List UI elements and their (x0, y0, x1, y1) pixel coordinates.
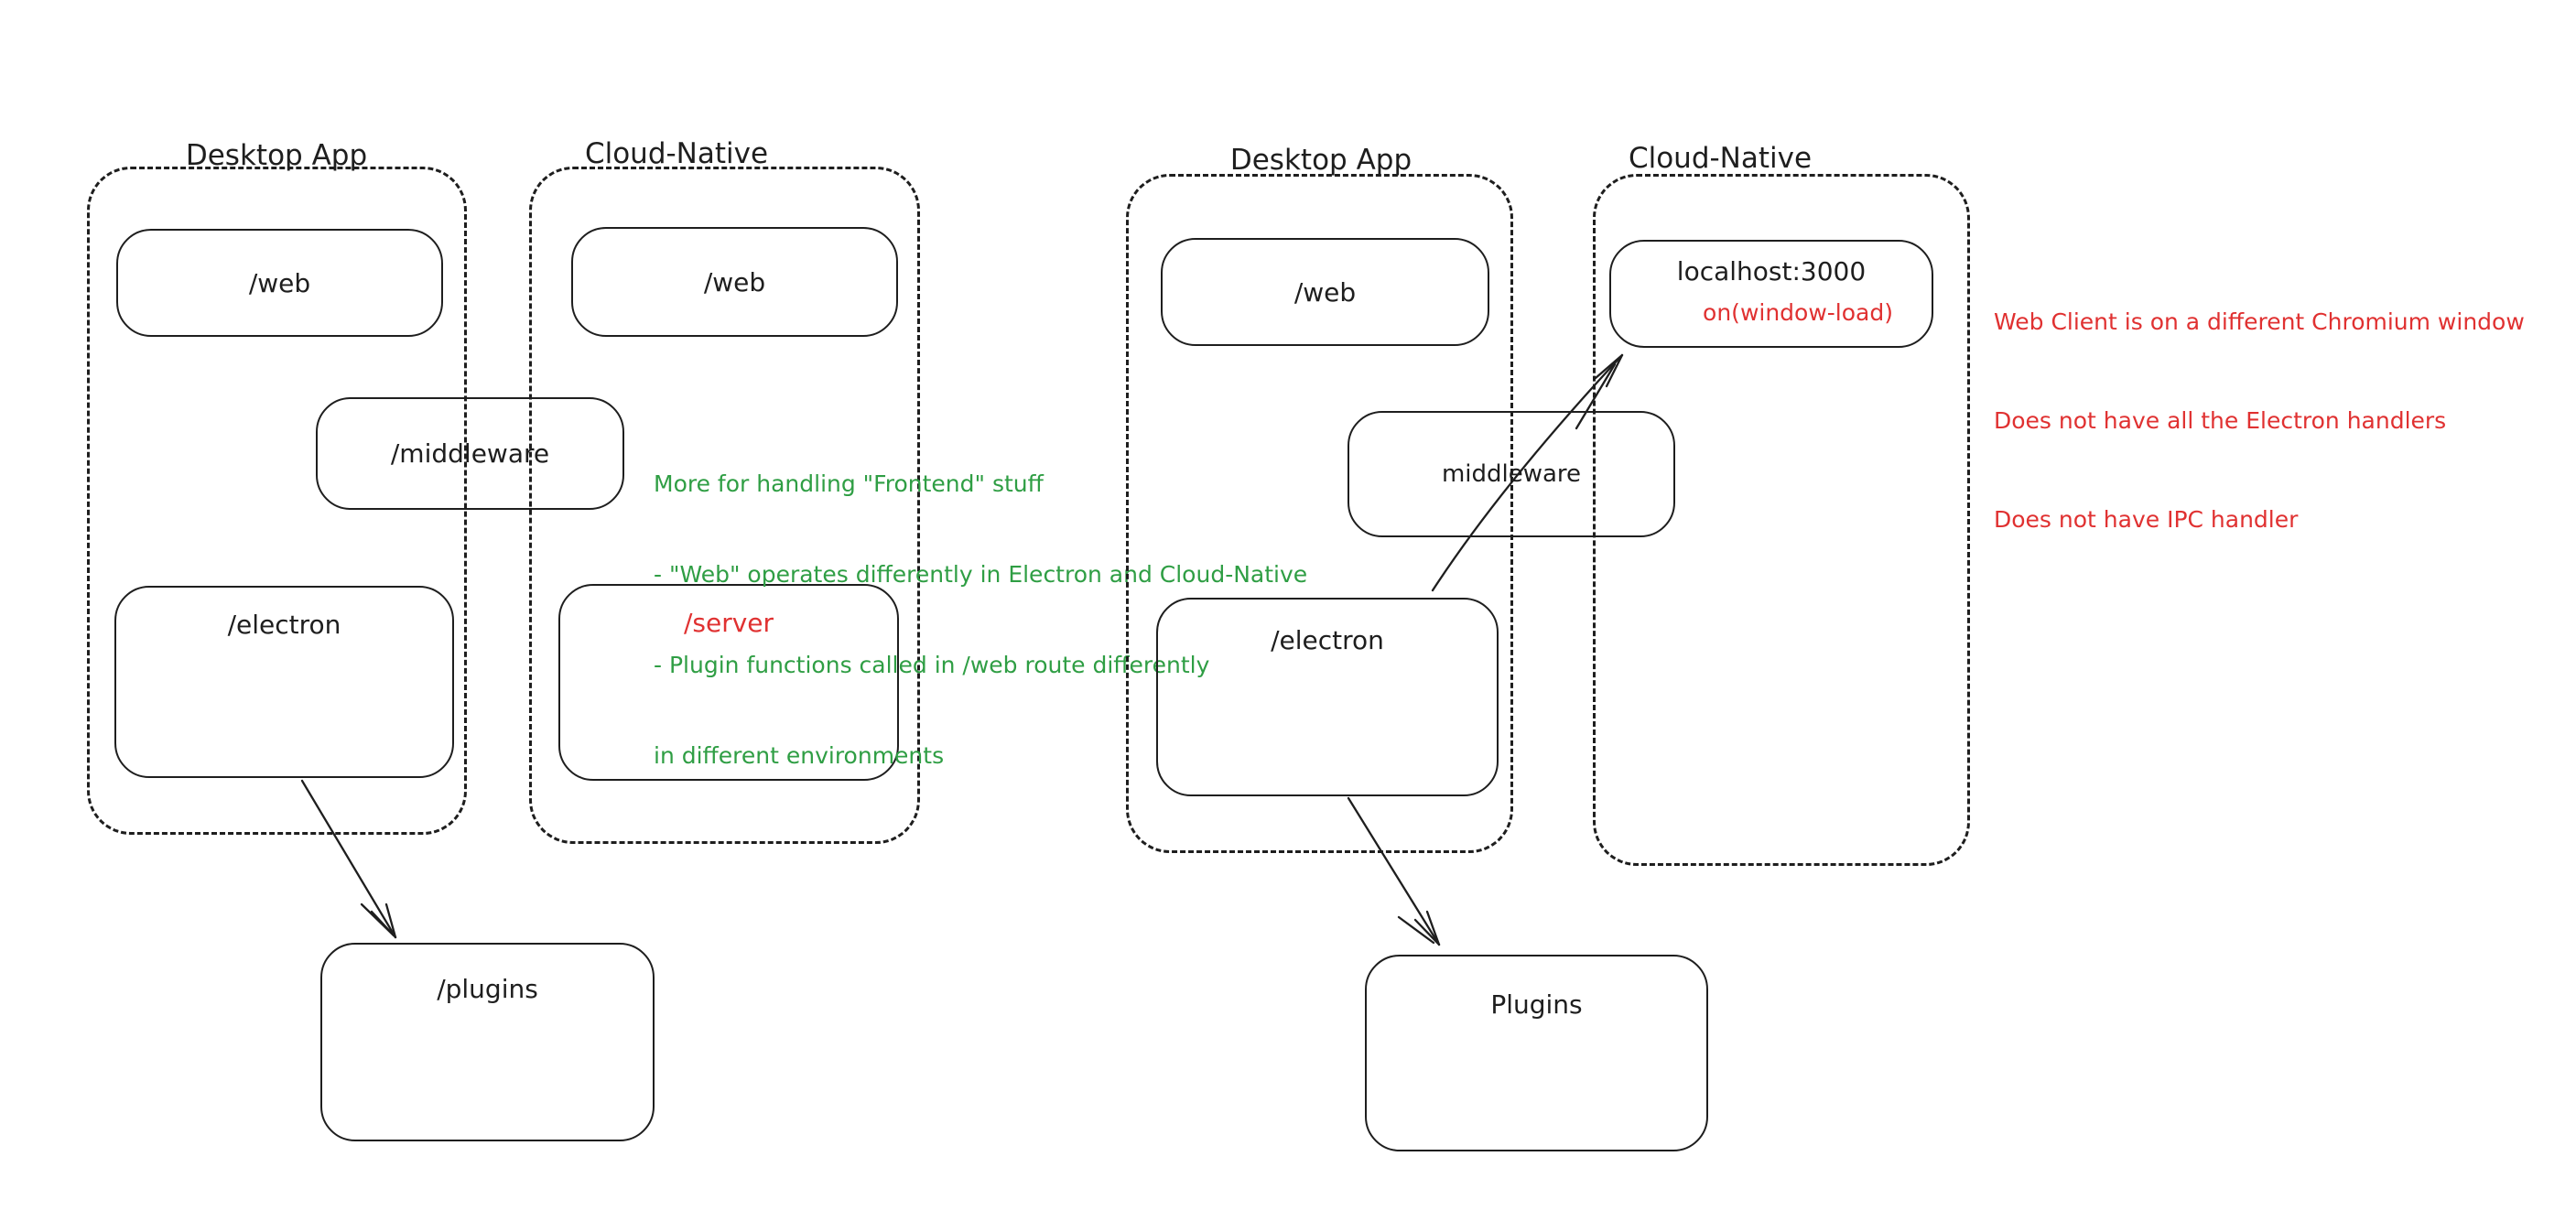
right-cloud-native-label[interactable]: Cloud-Native (1628, 142, 1813, 175)
left-electron-label: /electron (227, 610, 341, 640)
window-load-label: on(window-load) (1703, 299, 1893, 326)
right-web-label: /web (1293, 276, 1357, 308)
localhost-label: localhost:3000 (1676, 256, 1867, 286)
green-annotation-line-4: in different environments (654, 742, 945, 769)
right-desktop-app-label[interactable]: Desktop App (1229, 144, 1412, 177)
red-annotation-line-2: Does not have all the Electron handlers (1994, 407, 2447, 434)
green-annotation[interactable]: More for handling "Frontend" stuff - "We… (654, 408, 1307, 831)
right-desktop-app-container[interactable] (1126, 174, 1513, 853)
red-annotation[interactable]: Web Client is on a different Chromium wi… (1994, 240, 2525, 602)
left-cloud-native-label[interactable]: Cloud-Native (584, 137, 769, 170)
left-web-desktop-label: /web (248, 267, 311, 298)
right-web-box[interactable]: /web (1161, 238, 1489, 346)
left-server-label: /server (683, 608, 774, 638)
left-middleware-label: /middleware (390, 438, 550, 469)
green-annotation-line-1: More for handling "Frontend" stuff (654, 470, 1044, 497)
left-middleware-box[interactable]: /middleware (316, 397, 624, 510)
arrow-left-electron-to-plugins[interactable] (300, 779, 397, 939)
green-annotation-line-3: - Plugin functions called in /web route … (654, 652, 1210, 678)
arrow-right-electron-to-localhost[interactable] (1431, 353, 1624, 592)
left-cloud-native-container[interactable] (529, 167, 920, 844)
left-electron-box[interactable]: /electron (114, 586, 454, 778)
left-desktop-app-container[interactable] (87, 167, 467, 835)
right-electron-box[interactable]: /electron (1156, 598, 1499, 796)
red-annotation-line-1: Web Client is on a different Chromium wi… (1994, 308, 2525, 335)
arrow-right-electron-to-plugins[interactable] (1347, 796, 1441, 946)
right-plugins-label: Plugins (1490, 989, 1583, 1020)
left-web-desktop-box[interactable]: /web (116, 229, 443, 337)
red-annotation-line-3: Does not have IPC handler (1994, 506, 2299, 533)
green-annotation-line-2: - "Web" operates differently in Electron… (654, 561, 1308, 588)
left-plugins-label: /plugins (437, 974, 538, 1004)
right-plugins-box[interactable]: Plugins (1365, 955, 1708, 1151)
left-web-cloud-box[interactable]: /web (571, 227, 898, 337)
right-cloud-native-container[interactable] (1593, 174, 1970, 866)
left-server-box[interactable]: /server (558, 584, 899, 781)
right-middleware-box[interactable]: middleware (1348, 411, 1675, 537)
right-electron-label: /electron (1271, 625, 1384, 655)
left-plugins-box[interactable]: /plugins (320, 943, 655, 1141)
right-localhost-box[interactable]: localhost:3000 on(window-load) (1609, 240, 1933, 348)
left-web-cloud-label: /web (703, 266, 766, 297)
